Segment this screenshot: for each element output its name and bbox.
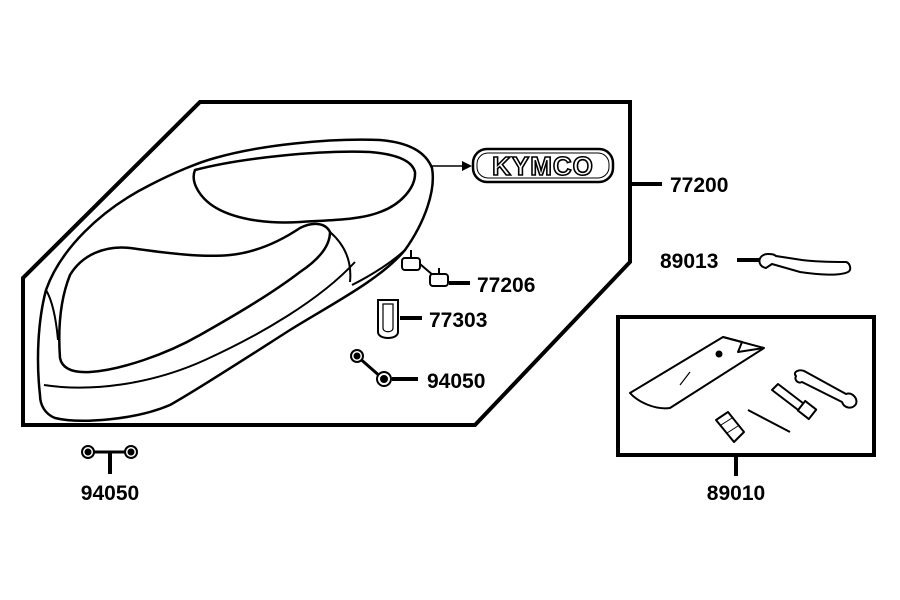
part-label-nut-left: 94050: [81, 482, 139, 505]
kymco-logo-text: KYMCO: [492, 151, 594, 181]
kymco-logo-badge-inner: [476, 152, 610, 179]
part-label-bracket: 77303: [429, 309, 487, 332]
screwdriver-grip-2: [726, 425, 739, 434]
seat-assembly-frame: [21, 100, 632, 427]
kymco-logo-badge: [471, 147, 615, 184]
part-label-spanner: 89013: [660, 250, 718, 273]
seat-rider-cushion: [58, 222, 332, 374]
seat-outline: [36, 138, 435, 422]
logo-leader-arrowhead: [462, 161, 472, 171]
seat-side-panel: [329, 231, 406, 286]
screwdriver-handle: [715, 411, 745, 443]
tool-kit-drawing: [629, 336, 858, 443]
box-spanner-end: [796, 399, 818, 421]
screwdriver-grip-1: [720, 417, 733, 426]
tool-kit-frame: [616, 315, 876, 457]
clip-drawing: [401, 250, 449, 287]
seat-front-edge: [45, 289, 59, 341]
tool-pouch-flap: [722, 336, 765, 353]
nut-pair-right-drawing: [350, 349, 392, 387]
open-end-wrench: [794, 369, 858, 409]
tommy-bar: [747, 409, 791, 433]
bracket-drawing: [377, 299, 399, 339]
tool-pouch-mark: [679, 371, 691, 386]
tool-pouch-button: [715, 350, 723, 358]
tool-pouch: [629, 336, 765, 410]
part-label-tool-kit: 89010: [707, 482, 765, 505]
seat-side-seam: [43, 261, 356, 389]
spanner-drawing: [758, 252, 852, 276]
seat-drawing: [36, 138, 435, 422]
seat-pillion-panel: [192, 150, 417, 224]
part-label-clip: 77206: [477, 274, 535, 297]
part-label-seat-assembly: 77200: [670, 174, 728, 197]
part-label-nut-right: 94050: [427, 370, 485, 393]
